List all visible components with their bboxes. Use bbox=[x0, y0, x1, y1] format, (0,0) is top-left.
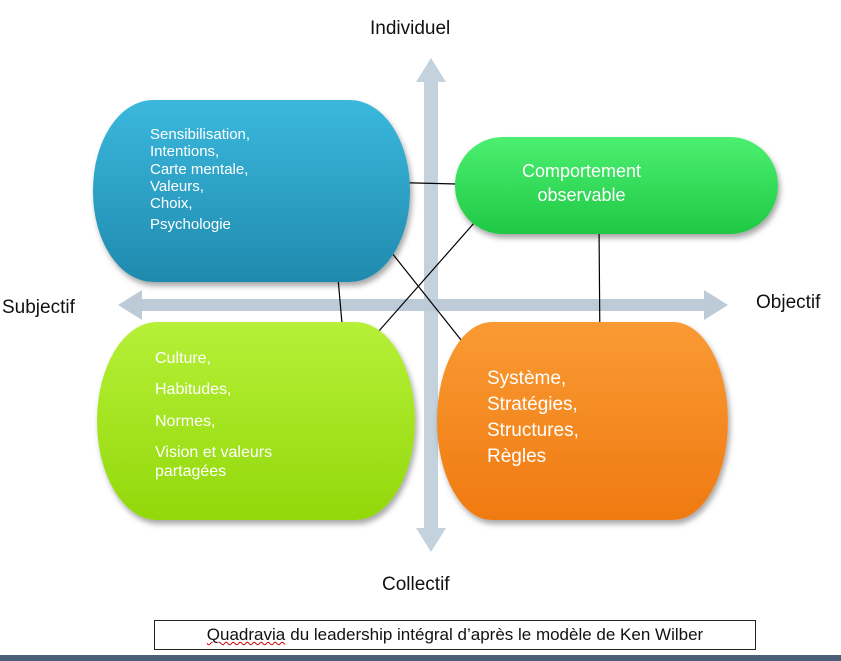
quadrant-lower-right: Système, Stratégies, Structures, Règles bbox=[437, 322, 728, 520]
item: Structures, bbox=[487, 419, 579, 441]
item: Vision et valeurs partagées bbox=[155, 444, 273, 480]
item: observable bbox=[537, 184, 626, 205]
item: Culture, bbox=[155, 350, 212, 367]
axis-label-bottom: Collectif bbox=[382, 574, 450, 595]
bottom-bar bbox=[0, 655, 841, 661]
item: Choix, bbox=[150, 195, 193, 212]
item: Habitudes, bbox=[155, 381, 232, 399]
item: Normes, bbox=[155, 412, 216, 430]
item: Comportement bbox=[521, 161, 642, 181]
item: Psychologie bbox=[150, 216, 231, 234]
item: Règles bbox=[487, 445, 547, 467]
item: Carte mentale, bbox=[150, 160, 249, 178]
quadrant-lower-left: Culture, Habitudes, Normes, Vision et va… bbox=[97, 322, 415, 520]
item: Intentions, bbox=[150, 143, 220, 161]
item: Valeurs, bbox=[150, 177, 204, 195]
axis-label-left: Subjectif bbox=[2, 297, 75, 318]
axis-label-right: Objectif bbox=[756, 292, 821, 313]
axis-label-top: Individuel bbox=[370, 18, 451, 39]
caption-text: du leadership intégral d’après le modèle… bbox=[290, 625, 704, 644]
quadrant-upper-left: Sensibilisation, Intentions, Carte menta… bbox=[93, 100, 410, 282]
item: Système, bbox=[487, 368, 567, 389]
caption-underlined: Quadravia bbox=[206, 625, 286, 644]
item: Sensibilisation, bbox=[150, 126, 251, 143]
item: Stratégies, bbox=[487, 393, 578, 415]
horizontal-axis bbox=[118, 290, 728, 320]
quadrant-upper-right: Comportement observable bbox=[455, 137, 778, 234]
